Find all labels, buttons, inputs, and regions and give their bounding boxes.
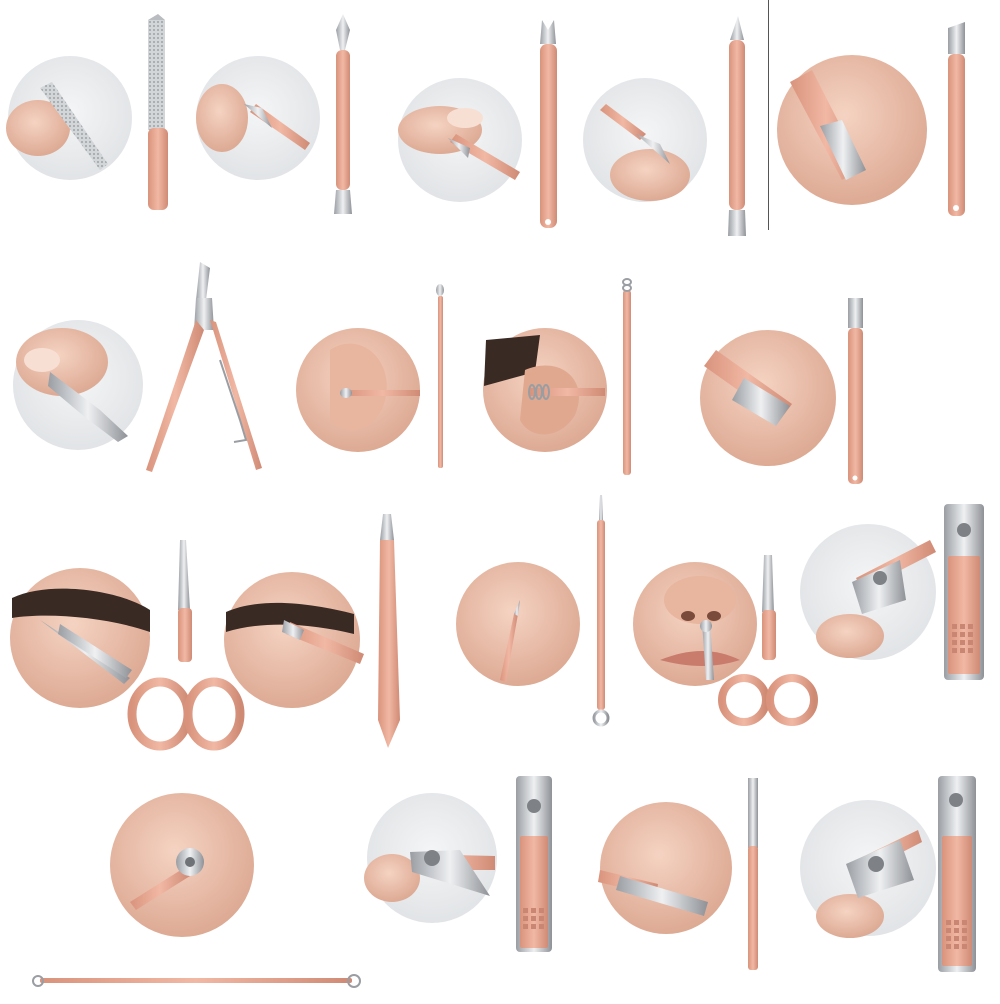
v-tip-trimmer-product: [398, 20, 557, 228]
collage-divider: [768, 0, 769, 230]
cuticle-pusher-product: [196, 14, 352, 214]
tweezers-product: [224, 514, 400, 748]
nail-clipper-straight-product: [364, 776, 552, 952]
nail-clipper-large-product: [800, 504, 984, 680]
spiral-ear-pick-product: [483, 278, 632, 475]
double-ended-pusher-product: [583, 16, 746, 236]
eyebrow-scissors-product: [10, 540, 245, 751]
blackhead-loop-tool-product: [32, 793, 361, 988]
acne-needle-product: [456, 495, 610, 727]
flat-blade-scraper-product: [700, 298, 863, 484]
cuticle-nipper-product: [13, 262, 262, 472]
ear-pick-product: [296, 284, 444, 468]
nail-clipper-curved-product: [800, 776, 976, 972]
nose-hair-scissors-product: [633, 555, 818, 726]
eyebrow-razor-product: [598, 778, 758, 970]
nail-file-product: [6, 14, 168, 210]
callus-shaver-product: [777, 22, 965, 216]
